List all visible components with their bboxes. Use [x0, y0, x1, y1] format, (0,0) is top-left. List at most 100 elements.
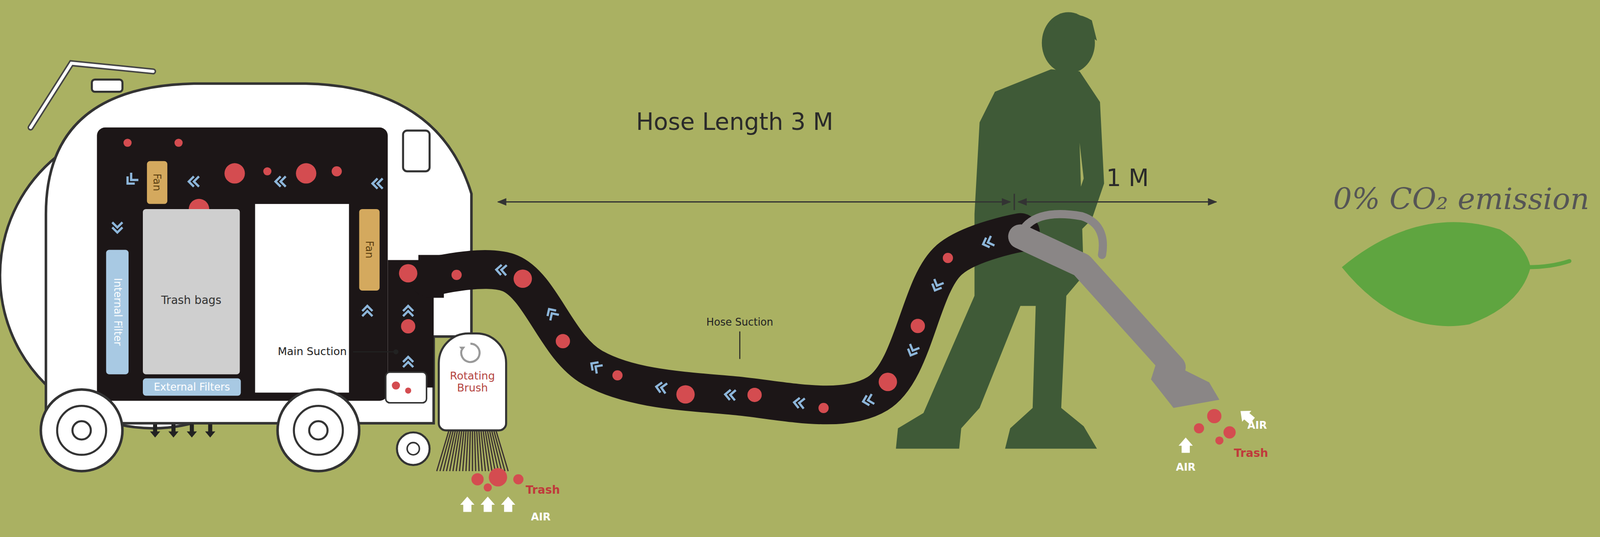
art-shape [406, 442, 420, 456]
component-box: Trash bags [142, 209, 240, 375]
component-label: Internal Filter [111, 278, 124, 347]
art-shape [403, 130, 430, 172]
art-shape [1020, 236, 1174, 368]
trash-dot [471, 473, 484, 486]
flow-arrow [655, 382, 668, 395]
trash-dot [942, 252, 953, 264]
trash-dot [400, 319, 416, 334]
bristle [436, 430, 450, 472]
bristle [456, 430, 462, 472]
flow-arrow [123, 172, 139, 188]
flow-arrow [588, 359, 603, 374]
bristle [494, 430, 506, 472]
bristle [491, 430, 502, 472]
bristle [495, 430, 509, 472]
bristle [474, 430, 476, 472]
exhaust-arrow [205, 424, 216, 438]
bristle [476, 430, 479, 472]
bristle [462, 430, 466, 472]
component-bar: Fan [147, 161, 168, 205]
trash-dot [123, 138, 132, 148]
trash-dot [488, 468, 508, 487]
flow-arrow [112, 222, 123, 233]
trash-dot [1215, 436, 1224, 446]
brush-bristles [436, 430, 509, 472]
art-shape [498, 201, 1011, 203]
air-arrow [460, 496, 475, 512]
exhaust-arrows [149, 424, 216, 438]
exhaust-arrow [149, 424, 160, 438]
art-shape [1013, 194, 1016, 211]
art-shape [46, 83, 472, 424]
trash-dot [676, 385, 695, 404]
callout-label: Main Suction [277, 346, 348, 359]
flow-arrow [403, 357, 414, 368]
debris-and-air [460, 405, 1258, 513]
machine-body [0, 63, 472, 429]
wheels [41, 389, 430, 472]
component-box: Rotating Brush [437, 332, 508, 432]
art-shape [309, 421, 328, 440]
trash-dot [878, 372, 898, 392]
flow-arrow [544, 306, 559, 321]
trash-dot [451, 270, 462, 281]
suction-hose [428, 232, 1021, 414]
trash-dot [331, 166, 342, 177]
art-shape [57, 405, 106, 455]
dimension-label: 1 M [1106, 165, 1150, 192]
callout-label: Hose Suction [706, 317, 774, 329]
art-shape [405, 387, 412, 394]
leader-lines [352, 331, 740, 360]
icon-head [458, 347, 465, 352]
flow-arrow [793, 397, 806, 410]
art-shape [91, 79, 123, 93]
bristle [465, 430, 469, 472]
bristle [481, 430, 486, 472]
dimension-lines [498, 194, 1217, 211]
flow-arrow [861, 394, 875, 407]
flow-arrow [905, 344, 920, 358]
art-shape [41, 389, 123, 472]
trash-dot [483, 483, 493, 493]
art-shape [385, 372, 427, 403]
trash-dot [263, 167, 272, 176]
air-arrow [480, 496, 495, 512]
callout-label: AIR [1247, 419, 1267, 431]
component-box: External Filters [142, 378, 242, 396]
flow-arrow [403, 305, 414, 317]
component-bar: Internal Filter [105, 249, 129, 375]
flow-arrow [930, 279, 944, 293]
flow-arrow [372, 178, 383, 189]
art-shape [255, 204, 350, 394]
callout-label: AIR [530, 511, 551, 523]
component-label: Rotating Brush [439, 369, 506, 395]
flow-arrow [188, 176, 200, 187]
trash-dot [399, 264, 418, 283]
trash-dot [1194, 423, 1205, 434]
art-shape [391, 381, 400, 390]
art-shape [1527, 261, 1570, 268]
art-shape [352, 351, 396, 353]
exhaust-arrow [168, 424, 179, 438]
component-label: Fan [151, 173, 163, 192]
trash-dot [818, 403, 829, 414]
trash-dot [1206, 409, 1222, 424]
trash-dot [612, 370, 623, 381]
art-shape [393, 349, 399, 355]
bristle [469, 430, 471, 472]
trash-dot [224, 163, 245, 184]
component-label: Trash bags [161, 294, 222, 308]
hose-body [428, 232, 1021, 406]
leaf-icon [1341, 222, 1570, 327]
trash-dot [295, 163, 317, 184]
trash-dot [174, 138, 183, 148]
art-shape [72, 421, 91, 440]
component-label: Fan [363, 241, 376, 259]
art-shape [277, 389, 359, 472]
flow-arrow [724, 389, 736, 401]
trash-dot [1223, 426, 1236, 440]
